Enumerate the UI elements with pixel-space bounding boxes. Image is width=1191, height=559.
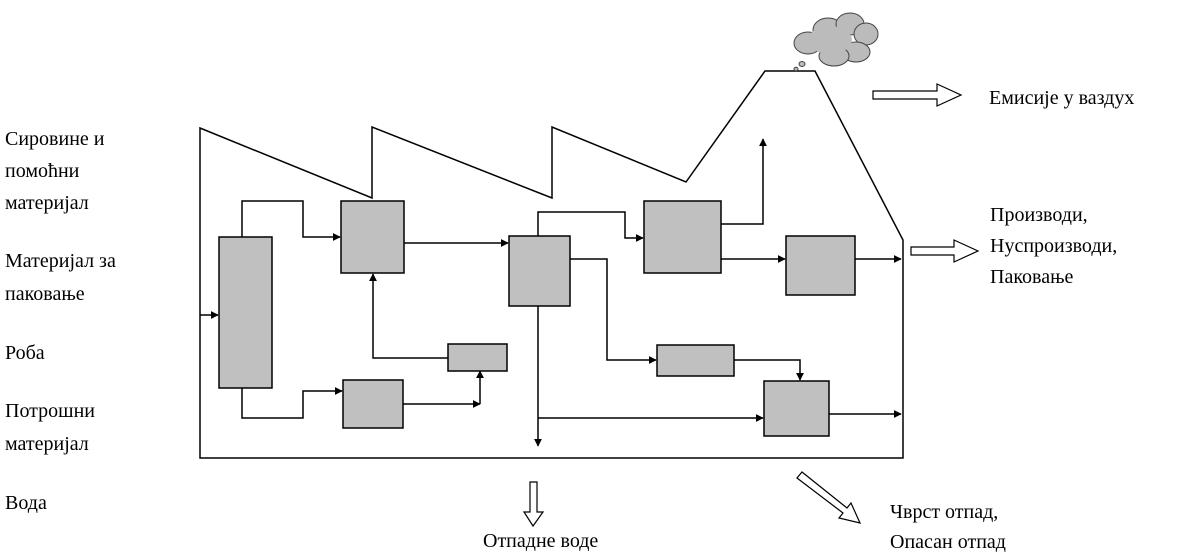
flow-arrow <box>734 359 804 381</box>
emissions-output-arrow-icon <box>872 83 963 107</box>
products-output-arrow-icon <box>910 239 980 263</box>
input-raw-materials-line2: помоћни <box>5 160 80 182</box>
output-wastewater: Отпадне воде <box>483 530 599 552</box>
process-box-a <box>340 200 405 274</box>
output-air-emissions: Емисије у ваздух <box>989 87 1135 109</box>
output-solid-waste-line1: Чврст отпад, <box>890 501 999 523</box>
flow-arrow <box>241 387 343 419</box>
output-solid-waste-line2: Опасан отпад <box>890 531 1006 553</box>
process-box-d <box>785 235 856 296</box>
process-box-h <box>763 380 830 437</box>
process-box-f <box>656 344 735 377</box>
process-box-c <box>643 200 722 274</box>
process-box-g <box>342 379 404 429</box>
input-raw-materials-line3: материјал <box>5 192 89 214</box>
output-products-line2: Нуспроизводи, <box>990 235 1118 257</box>
factory-outline <box>199 70 904 459</box>
process-box-b <box>508 235 571 307</box>
input-consumables-line2: материјал <box>5 433 89 455</box>
output-products-line3: Паковање <box>990 266 1074 288</box>
process-box-e <box>447 343 508 372</box>
flow-arrow <box>241 200 341 241</box>
output-products-line1: Производи, <box>990 204 1088 226</box>
input-water: Вода <box>5 492 47 514</box>
flow-arrow <box>369 273 448 359</box>
input-consumables-line1: Потрошни <box>5 400 95 422</box>
flow-arrow <box>721 138 767 225</box>
input-packaging-line1: Материјал за <box>5 250 116 272</box>
wastewater-output-arrow-icon <box>522 481 545 528</box>
solid-waste-output-arrow-icon <box>796 471 862 524</box>
flow-arrow <box>537 211 644 242</box>
input-packaging-line2: паковање <box>5 283 85 305</box>
input-raw-materials-line1: Сировине и <box>5 128 105 150</box>
smoke-cloud-icon <box>793 12 879 72</box>
input-goods: Роба <box>5 342 45 364</box>
process-box-column <box>218 236 273 389</box>
flow-arrow <box>570 258 657 364</box>
